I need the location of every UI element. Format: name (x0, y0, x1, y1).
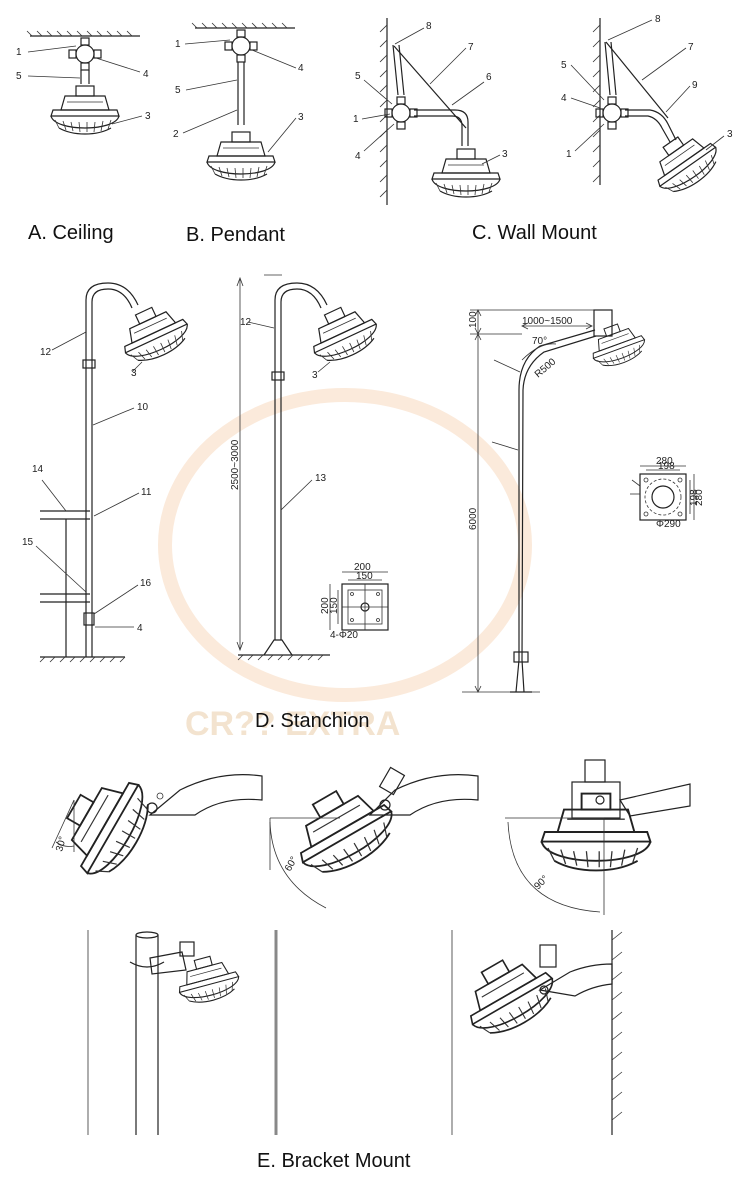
part-label: 3 (727, 129, 733, 140)
part-label: 5 (355, 71, 361, 82)
part-label: 3 (298, 112, 304, 123)
part-label: 8 (655, 14, 661, 25)
part-label: 12 (240, 317, 252, 328)
wall-mount-drawing-2: 8 5 7 4 9 1 3 (561, 14, 733, 202)
part-label: 11 (141, 487, 152, 498)
dimension-label: 150 (356, 571, 373, 582)
part-label: 5 (561, 60, 567, 71)
part-label: 1 (16, 47, 22, 58)
part-label: 3 (131, 368, 137, 379)
part-label: 13 (315, 473, 327, 484)
part-label: 3 (502, 149, 508, 160)
part-label: 5 (175, 85, 181, 96)
part-label: 4 (561, 93, 567, 104)
dimension-label: 200 (354, 562, 371, 573)
part-label: 7 (688, 42, 694, 53)
dimension-label: 280 (656, 456, 673, 467)
part-label: 10 (137, 402, 149, 413)
dimension-label: 2500~3000 (230, 439, 241, 490)
dimension-label: 100 (468, 311, 479, 328)
caption-pendant: B. Pendant (186, 224, 285, 246)
dimension-label: 280 (694, 489, 705, 506)
part-label: 8 (426, 21, 432, 32)
part-label: 4 (298, 63, 304, 74)
dimension-label: 150 (329, 597, 340, 614)
part-label: 15 (22, 537, 34, 548)
dimension-label: 70° (532, 336, 547, 347)
dimension-label: 200 (320, 597, 331, 614)
stanchion-drawing-railing: 12 3 10 14 11 15 16 4 (22, 282, 196, 663)
bracket-wall-mount (451, 930, 623, 1135)
bracket-tilt-30: 30° (47, 761, 263, 888)
base-plate-detail: 200 150 200 150 4-Φ20 (320, 562, 389, 641)
dimension-label: 198 (689, 489, 700, 506)
dimension-label: Φ290 (656, 519, 681, 530)
tilt-angle-label: 60° (283, 855, 300, 874)
pendant-mount-drawing: 1 5 2 4 3 (173, 22, 304, 181)
dimension-label: 1000~1500 (522, 316, 573, 327)
part-label: 4 (137, 623, 143, 634)
part-label: 4 (355, 151, 361, 162)
dimension-label: 6000 (468, 507, 479, 530)
caption-stanchion: D. Stanchion (255, 710, 370, 732)
part-label: 3 (312, 370, 318, 381)
part-label: 5 (16, 71, 22, 82)
part-label: 6 (486, 72, 492, 83)
caption-bracket-mount: E. Bracket Mount (257, 1150, 411, 1172)
ceiling-mount-drawing: 1 5 4 3 (16, 30, 151, 135)
part-label: 16 (140, 578, 152, 589)
part-label: 14 (32, 464, 44, 475)
part-label: 3 (145, 111, 151, 122)
caption-ceiling: A. Ceiling (28, 222, 114, 244)
flange-detail: 280 198 280 198 Φ290 (630, 456, 705, 530)
part-label: 12 (40, 347, 52, 358)
caption-wall-mount: C. Wall Mount (472, 222, 597, 244)
tilt-angle-label: 90° (532, 874, 550, 892)
dimension-label: 198 (658, 461, 675, 472)
part-label: 1 (175, 39, 181, 50)
bracket-tilt-90: 90° (505, 759, 691, 915)
wall-mount-drawing-1: 8 7 5 6 1 4 3 (353, 18, 508, 205)
part-label: 4 (143, 69, 149, 80)
dimension-label: R500 (533, 356, 559, 380)
tilt-angle-label: 30° (54, 835, 69, 852)
watermark: CR?? EXTRA (158, 388, 532, 743)
bracket-tilt-60: 60° (269, 766, 479, 909)
part-label: 1 (353, 114, 359, 125)
stanchion-drawing-floor: 2500~3000 12 3 13 (230, 274, 385, 661)
dimension-label: 4-Φ20 (330, 630, 358, 641)
part-label: 7 (468, 42, 474, 53)
part-label: 9 (692, 80, 698, 91)
part-label: 1 (566, 149, 572, 160)
bracket-pole-mount (87, 930, 278, 1135)
watermark-text: CR?? EXTRA (185, 705, 400, 743)
part-label: 2 (173, 129, 179, 140)
